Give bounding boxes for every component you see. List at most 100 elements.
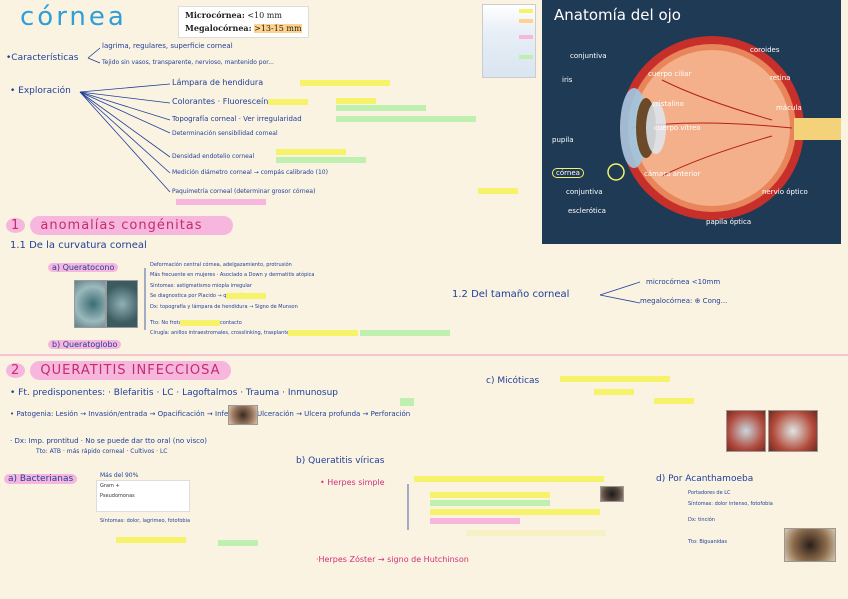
micotica-photo-1 xyxy=(726,410,766,452)
label-camara-anterior: cámara anterior xyxy=(644,170,701,178)
section1-number: 1 xyxy=(6,218,26,233)
exploracion-item-6: Medición diámetro corneal → compás calib… xyxy=(172,169,328,176)
section1-sub1: 1.1 De la curvatura corneal xyxy=(10,240,147,251)
section1-sub2: 1.2 Del tamaño corneal xyxy=(452,289,570,300)
queratocono-note-3: Síntomas: astigmatismo miopía irregular xyxy=(150,283,252,289)
queratocono-hl-3 xyxy=(288,330,358,336)
section1-title: anomalías congénitas xyxy=(30,216,233,235)
micotica-photo-2 xyxy=(768,410,818,452)
acantha-note-4: Tto: Biguanidas xyxy=(688,539,727,545)
exploracion-item-3: Topografía corneal · Ver irregularidad xyxy=(172,115,302,123)
micoticas-hl-3 xyxy=(654,398,694,404)
label-esclerotica: esclerótica xyxy=(568,207,606,215)
mega-value: >13-15 mm xyxy=(254,24,302,33)
exploracion-note-a xyxy=(300,80,390,86)
patogenia-photo xyxy=(228,405,258,425)
herpes-hl-2 xyxy=(430,492,550,498)
micoticas-hl-2 xyxy=(594,389,634,395)
queratocono-note-4: Se diagnostica por Placido → queratómetr… xyxy=(150,293,258,299)
queratocono-note-1: Deformación central córnea, adelgazamien… xyxy=(150,262,292,268)
label-cuerpo-vitreo: cuerpo vítreo xyxy=(654,124,701,132)
caracteristicas-label: •Características xyxy=(6,53,79,63)
factores-predisponentes: • Ft. predisponentes: · Blefaritis · LC … xyxy=(10,388,339,398)
queratocono-note-7: Cirugía: anillos intraestromales, crossl… xyxy=(150,330,310,336)
eye-diagram-title: Anatomía del ojo xyxy=(554,6,681,24)
queratoglobo-label: b) Queratoglobo xyxy=(48,340,122,349)
label-cuerpo-ciliar: cuerpo ciliar xyxy=(648,70,692,78)
exploracion-item-2: Colorantes · Fluoresceína xyxy=(172,97,274,106)
queratocono-hl-4 xyxy=(360,330,450,336)
exploracion-label: • Exploración xyxy=(10,86,71,96)
herpes-hl-3 xyxy=(430,500,550,506)
exploracion-note-f xyxy=(276,149,346,155)
queratocono-note-2: Más frecuente en mujeres · Asociado a Do… xyxy=(150,272,315,278)
acantha-note-3: Dx: tinción xyxy=(688,517,715,523)
label-cristalino: cristalino xyxy=(652,100,684,108)
queratocono-hl-2 xyxy=(180,320,220,326)
herpes-simple-label: • Herpes simple xyxy=(320,478,385,487)
herpes-zoster-label: ·Herpes Zóster → signo de Hutchinson xyxy=(316,555,469,564)
mega-label: Megalocórnea: xyxy=(185,23,252,33)
label-papila-optica: papila óptica xyxy=(706,218,752,226)
micro-label: Microcórnea: xyxy=(185,10,245,20)
page-title: córnea xyxy=(20,2,127,32)
viricas-label: b) Queratitis víricas xyxy=(296,456,385,466)
queratocono-label: a) Queratocono xyxy=(48,263,119,272)
exploracion-note-c xyxy=(336,98,376,104)
section1-header: 1 anomalías congénitas xyxy=(6,214,233,235)
label-conjuntiva-top: conjuntiva xyxy=(570,52,607,60)
microcornea-label: microcórnea <10mm xyxy=(646,278,721,286)
acantha-note-1: Portadores de LC xyxy=(688,490,731,496)
label-cornea: córnea xyxy=(552,168,584,178)
histology-thumbnail xyxy=(482,4,536,78)
exploracion-note-d xyxy=(336,105,426,111)
micoticas-label: c) Micóticas xyxy=(486,376,540,386)
acantha-note-2: Síntomas: dolor intenso, fotofobia xyxy=(688,501,773,507)
exploracion-note-i xyxy=(176,199,266,205)
label-macula: mácula xyxy=(776,104,802,112)
micro-value: <10 mm xyxy=(247,11,282,20)
bact-hl-1 xyxy=(116,537,186,543)
label-pupila: pupila xyxy=(552,136,574,144)
herpes-photo xyxy=(600,486,624,502)
label-conjuntiva-bottom: conjuntiva xyxy=(566,188,603,196)
label-retina: retina xyxy=(770,74,791,82)
caracteristicas-item-2: Tejido sin vasos, transparente, nervioso… xyxy=(102,59,274,66)
megalocornea-label: megalocórnea: ⊕ Cong... xyxy=(640,297,728,305)
label-nervio-optico: nervio óptico xyxy=(762,188,808,196)
exploracion-item-4: Determinación sensibilidad corneal xyxy=(172,130,278,137)
queratocono-photo-1 xyxy=(74,280,106,328)
exploracion-note-b xyxy=(268,99,308,105)
section2-number: 2 xyxy=(6,363,26,378)
exploracion-note-g xyxy=(276,157,366,163)
acanthamoeba-photo xyxy=(784,528,836,562)
label-coroides: coroides xyxy=(750,46,780,54)
exploracion-note-h xyxy=(478,188,518,194)
herpes-hl-4 xyxy=(430,509,600,515)
herpes-hl-1 xyxy=(414,476,604,482)
caracteristicas-item-1: lagrima, regulares, superficie corneal xyxy=(102,42,233,50)
eye-anatomy-diagram: Anatomía del ojo conjuntiva iris pupila … xyxy=(542,0,841,244)
bact-note-3: Pseudomonas xyxy=(100,493,135,499)
bact-note-4: Síntomas: dolor, lagrimeo, fotofobia xyxy=(100,518,191,524)
exploracion-item-1: Lámpara de hendidura xyxy=(172,78,264,87)
bact-text-block xyxy=(96,480,190,512)
exploracion-item-7: Paquimetría corneal (determinar grosor c… xyxy=(172,188,316,195)
exploracion-item-5: Densidad endotelio corneal xyxy=(172,153,255,160)
acanthamoeba-label: d) Por Acanthamoeba xyxy=(656,474,754,484)
exploracion-note-e xyxy=(336,116,476,122)
queratocono-hl-1 xyxy=(226,293,266,299)
tto-line: Tto: ATB · más rápido corneal · Cultivos… xyxy=(36,448,168,455)
label-iris: iris xyxy=(562,76,573,84)
bact-hl-2 xyxy=(218,540,258,546)
patogenia: • Patogenia: Lesión → Invasión/entrada →… xyxy=(10,410,411,418)
eye-illustration xyxy=(607,36,841,220)
dx-line: · Dx: Imp. prontitud · No se puede dar t… xyxy=(10,437,208,445)
herpes-hl-5 xyxy=(430,518,520,524)
bacterianas-label: a) Bacterianas xyxy=(4,474,78,484)
section2-title: QUERATITIS INFECCIOSA xyxy=(30,361,231,380)
queratocono-note-5: Dx: topografía y lámpara de hendidura → … xyxy=(150,304,298,310)
bact-note-2: Gram + xyxy=(100,483,120,489)
bact-note-1: Más del 90% xyxy=(100,472,139,479)
